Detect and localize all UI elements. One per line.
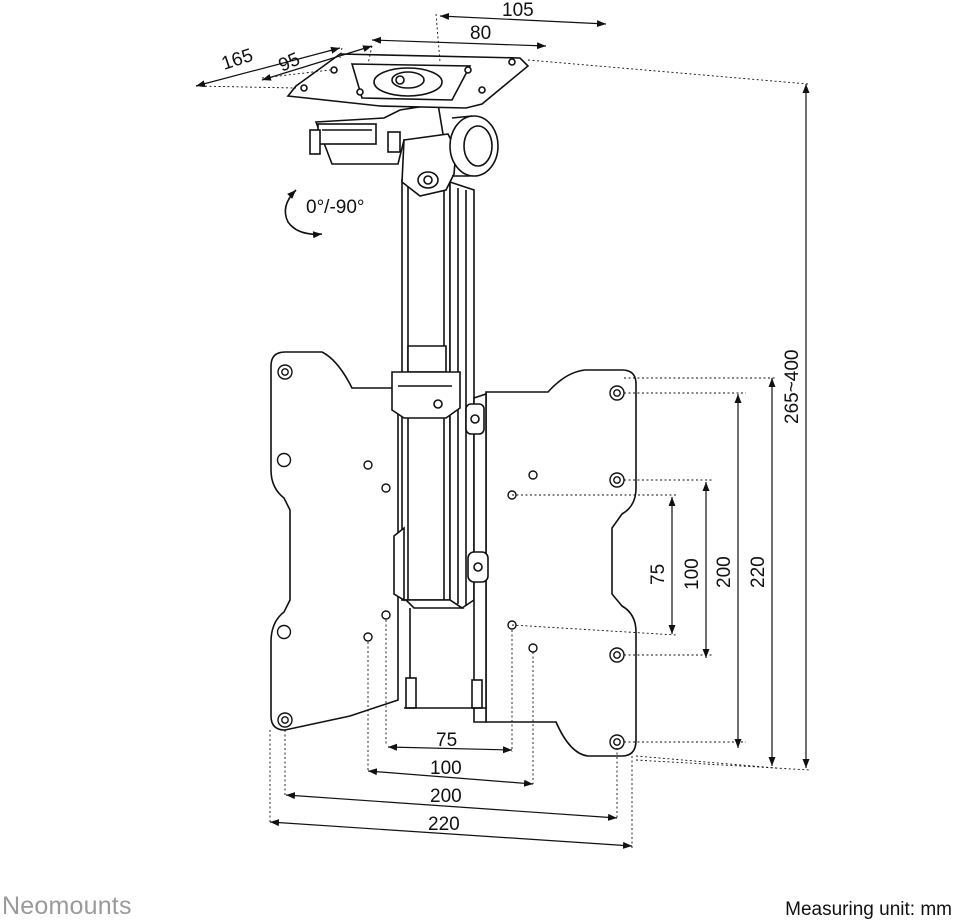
dim-top-plate-hole-depth: 95: [275, 49, 303, 77]
vesa-holes: [276, 364, 625, 750]
dim-height-range: 265~400: [782, 350, 803, 425]
dim-vesa-v-large: 200: [714, 556, 735, 588]
telescopic-column: [401, 179, 489, 723]
dimension-arrows: [195, 12, 810, 849]
dim-vesa-h-max: 220: [428, 814, 460, 835]
dim-vesa-h-medium: 100: [430, 758, 462, 779]
vesa-plate: [270, 351, 637, 757]
dim-vesa-v-max: 220: [748, 556, 769, 588]
dim-top-plate-width: 105: [502, 0, 534, 21]
ceiling-plate: [286, 53, 530, 109]
dim-vesa-v-small: 75: [648, 564, 669, 585]
brand-logo: Neomounts: [2, 892, 132, 920]
dim-vesa-h-small: 75: [436, 730, 457, 751]
tilt-head: [309, 103, 499, 197]
height-lock-clip: [391, 345, 461, 602]
dim-top-plate-depth: 165: [219, 45, 256, 75]
measuring-unit-note: Measuring unit: mm: [785, 899, 952, 920]
dim-vesa-h-large: 200: [430, 786, 462, 807]
dim-top-plate-hole-width: 80: [470, 23, 491, 44]
dim-vesa-v-medium: 100: [682, 558, 703, 590]
tilt-angle-label: 0°/-90°: [306, 197, 365, 218]
tilt-rotation-arrow: [284, 189, 323, 239]
